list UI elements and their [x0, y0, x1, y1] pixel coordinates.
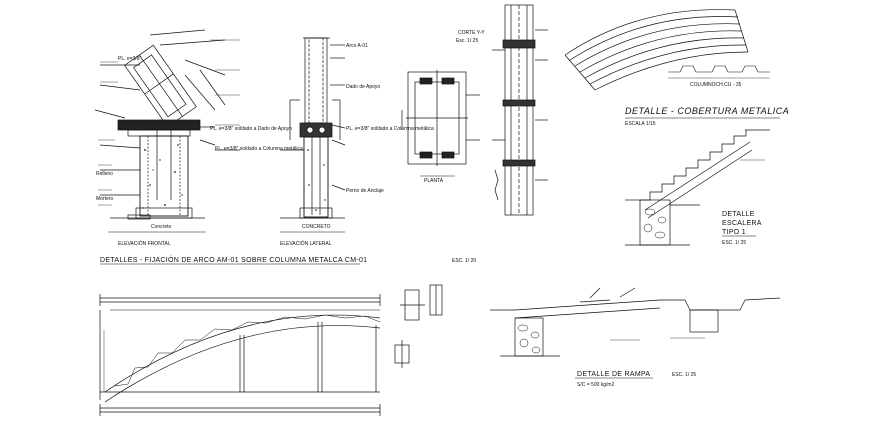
arch-elevation-detail — [99, 263, 443, 416]
roof-title: DETALLE - COBERTURA METALICA — [625, 106, 789, 116]
frontal-note-3: PL. e=3/8" soldado a Columna metálica — [215, 146, 303, 152]
section-scale: Esc. 1/ 25 — [456, 38, 478, 44]
frontal-elevation-caption: ELEVACIÓN FRONTAL — [118, 240, 171, 247]
stair-title-line-2: ESCALERA — [722, 220, 762, 227]
frontal-note-2: PL. e=3/8" soldado a Dado de Apoyo — [210, 126, 292, 132]
roof-sub-label: COLUMNOCH.CU - 35 — [690, 82, 742, 88]
section-title: CORTE Y-Y — [458, 30, 485, 36]
frontal-note-1: PL. e=3/8" — [118, 56, 142, 62]
plan-caption: PLANTA — [424, 178, 444, 184]
lateral-note-5: CONCRETO — [302, 224, 331, 230]
lateral-note-3: PL. e=3/8" soldado a Columna metálica — [346, 126, 434, 132]
lateral-elevation-caption: ELEVACIÓN LATERAL — [280, 240, 332, 247]
stair-scale: ESC. 1/ 25 — [722, 240, 746, 246]
lateral-note-2: Dado de Apoyo — [346, 84, 380, 90]
frontal-note-5: Relleno — [96, 171, 113, 177]
lateral-elevation-detail — [280, 37, 346, 233]
plan-view-detail — [401, 70, 480, 177]
lateral-note-1: Arco A-01 — [346, 43, 368, 49]
frontal-note-4: Concreto — [151, 224, 172, 230]
ramp-load: S/C = 500 kg/m2 — [577, 382, 615, 388]
stair-detail — [625, 129, 770, 246]
frontal-elevation-detail — [94, 29, 240, 233]
metal-roof-detail — [564, 9, 780, 119]
roof-scale: ESCALA 1/15 — [625, 121, 656, 127]
ramp-title: DETALLE DE RAMPA — [577, 371, 650, 378]
stair-title-line-1: DETALLE — [722, 211, 755, 218]
frontal-note-6: Mortero — [96, 196, 113, 202]
ramp-detail — [490, 287, 781, 379]
arch-detail-caption: DETALLES - FIJACIÓN DE ARCO AM-01 SOBRE … — [100, 255, 367, 264]
arch-detail-scale: ESC. 1/ 20 — [452, 258, 476, 264]
ramp-scale: ESC. 1/ 25 — [672, 372, 696, 378]
stair-title-line-3: TIPO 1 — [722, 229, 746, 236]
lateral-note-4: Perno de Anclaje — [346, 188, 384, 194]
section-y-y-detail — [492, 4, 548, 216]
